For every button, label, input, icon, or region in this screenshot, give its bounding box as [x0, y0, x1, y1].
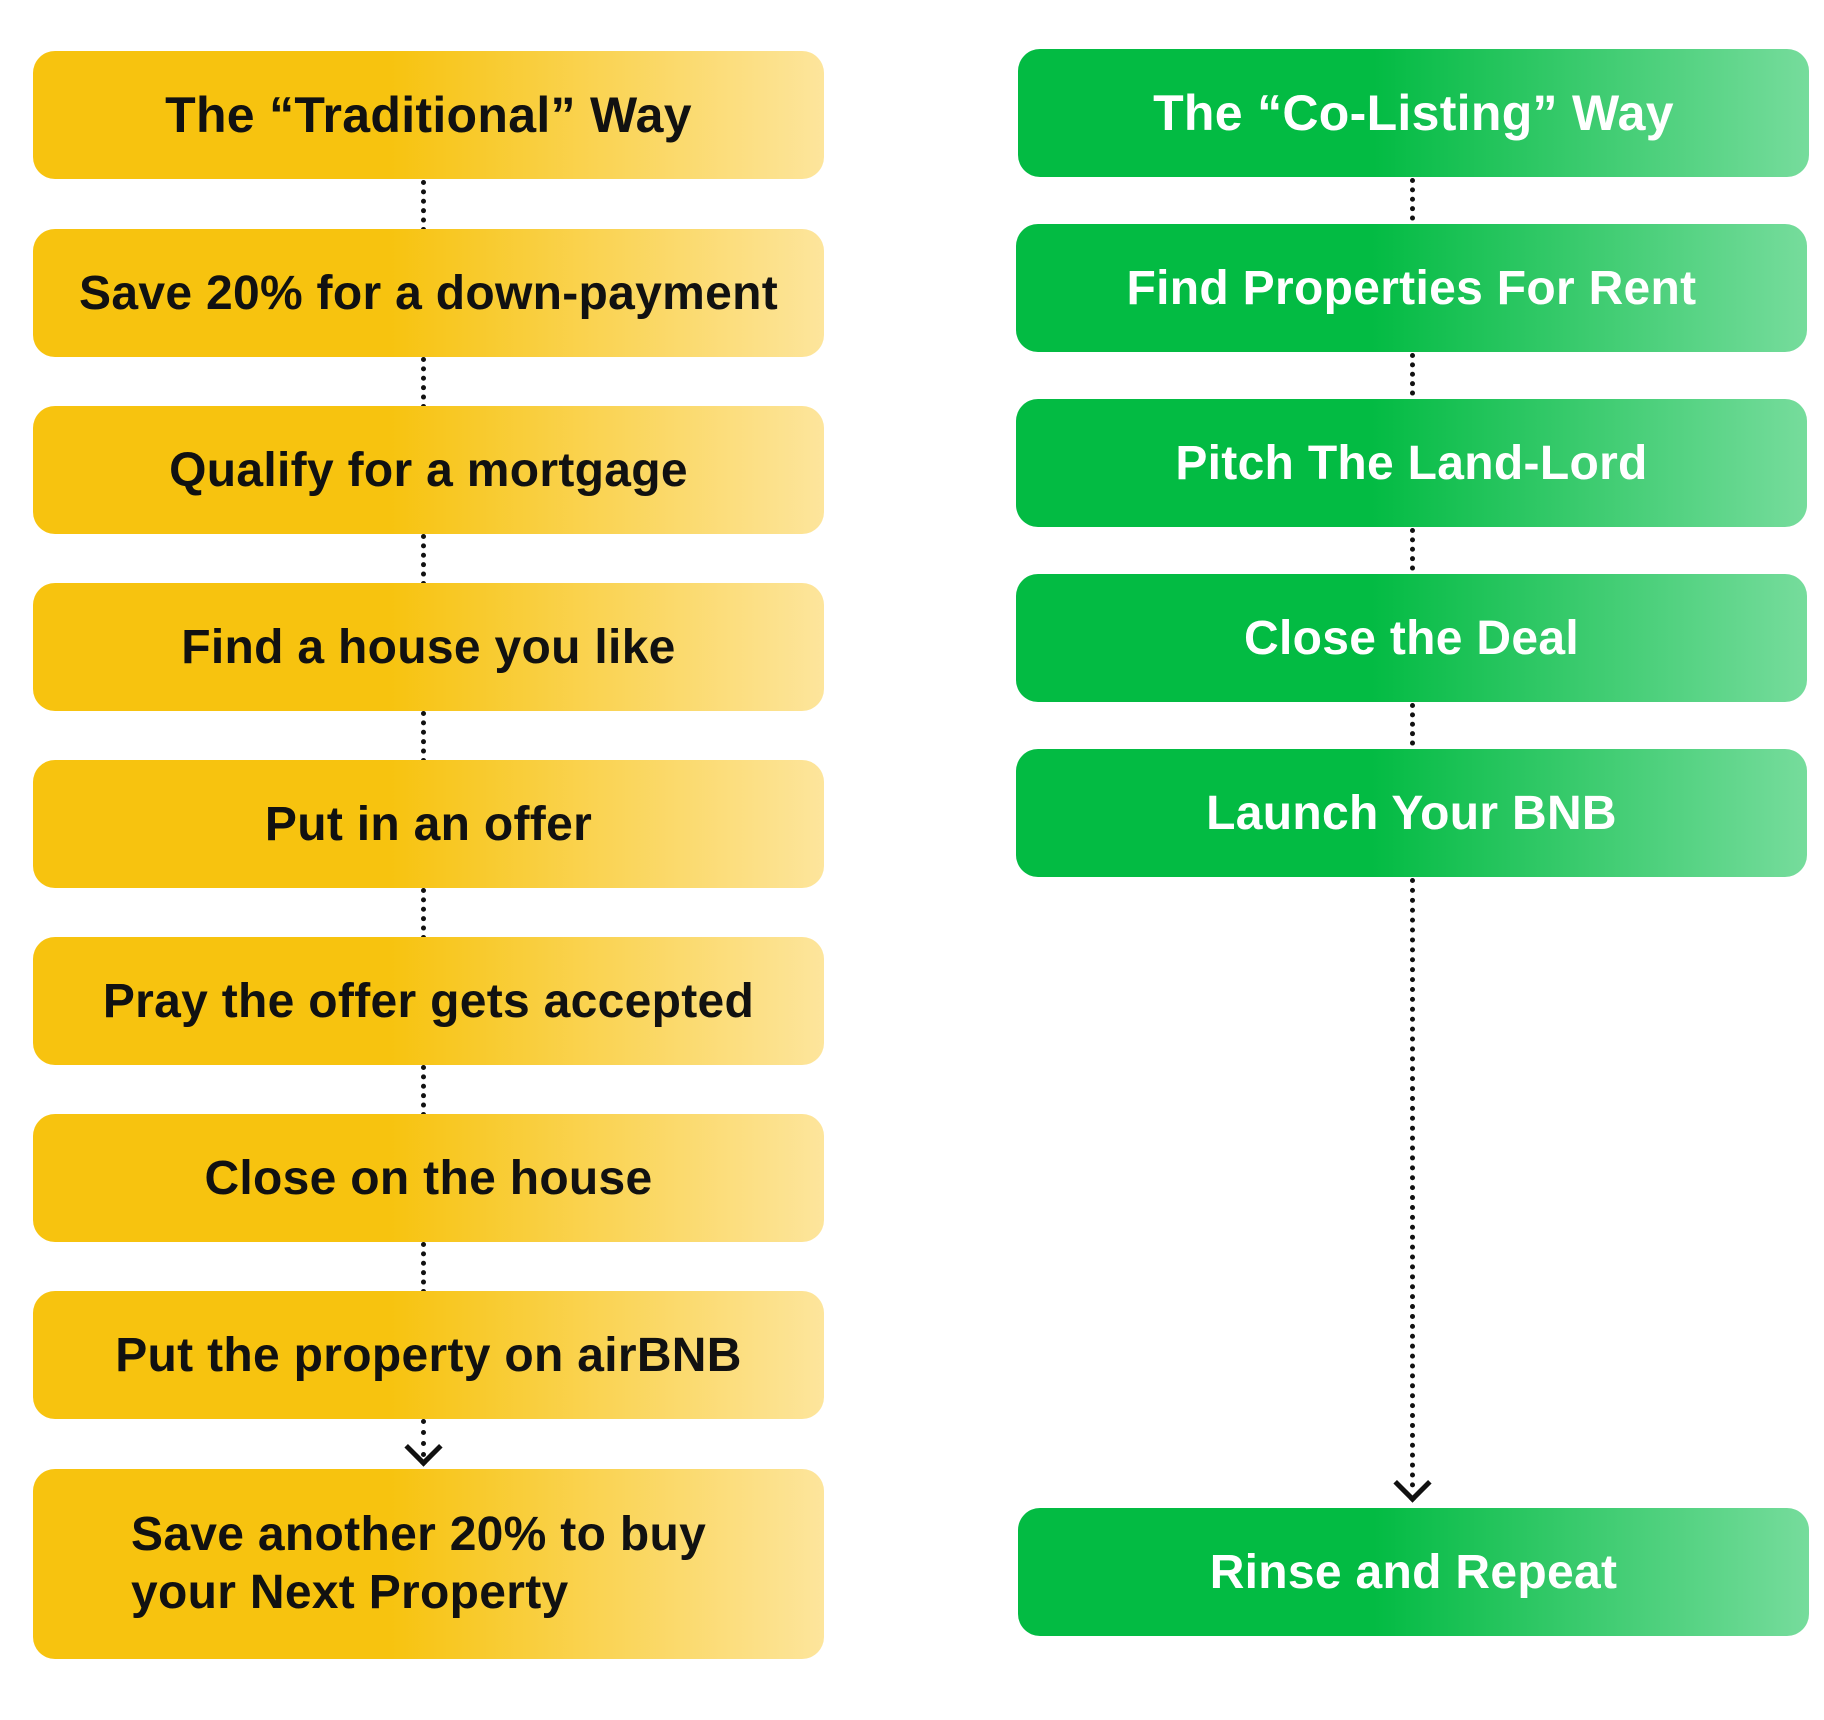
- arrow-down-icon: [404, 1428, 443, 1467]
- dotted-connector: [1410, 178, 1415, 230]
- dotted-connector: [421, 180, 426, 232]
- traditional-final-line-2: your Next Property: [131, 1566, 569, 1619]
- colisting-step-2: Pitch The Land-Lord: [1016, 399, 1807, 527]
- traditional-step-1: Save 20% for a down-payment: [33, 229, 824, 357]
- arrow-down-icon: [1393, 1464, 1432, 1503]
- dotted-connector: [421, 888, 426, 940]
- traditional-way-column: The “Traditional” Way Save 20% for a dow…: [33, 51, 824, 1659]
- traditional-title: The “Traditional” Way: [33, 51, 824, 179]
- dotted-connector: [421, 1419, 426, 1457]
- traditional-step-7: Put the property on airBNB: [33, 1291, 824, 1419]
- traditional-final-line-1: Save another 20% to buy: [131, 1508, 707, 1561]
- dotted-connector: [421, 711, 426, 763]
- dotted-connector: [421, 534, 426, 586]
- dotted-connector: [1410, 353, 1415, 405]
- colisting-step-1: Find Properties For Rent: [1016, 224, 1807, 352]
- dotted-connector: [421, 357, 426, 409]
- traditional-step-5: Pray the offer gets accepted: [33, 937, 824, 1065]
- dotted-connector: [1410, 703, 1415, 755]
- traditional-step-2: Qualify for a mortgage: [33, 406, 824, 534]
- dotted-connector: [1410, 878, 1415, 1488]
- colisting-title: The “Co-Listing” Way: [1018, 49, 1809, 177]
- colisting-step-3: Close the Deal: [1016, 574, 1807, 702]
- dotted-connector: [1410, 528, 1415, 580]
- colisting-way-column: The “Co-Listing” Way Find Properties For…: [912, 0, 1824, 1720]
- traditional-step-6: Close on the house: [33, 1114, 824, 1242]
- dotted-connector: [421, 1065, 426, 1117]
- dotted-connector: [421, 1242, 426, 1294]
- traditional-step-4: Put in an offer: [33, 760, 824, 888]
- colisting-step-4: Launch Your BNB: [1016, 749, 1807, 877]
- traditional-final-step: Save another 20% to buy your Next Proper…: [33, 1469, 824, 1659]
- traditional-step-3: Find a house you like: [33, 583, 824, 711]
- colisting-final-step: Rinse and Repeat: [1018, 1508, 1809, 1636]
